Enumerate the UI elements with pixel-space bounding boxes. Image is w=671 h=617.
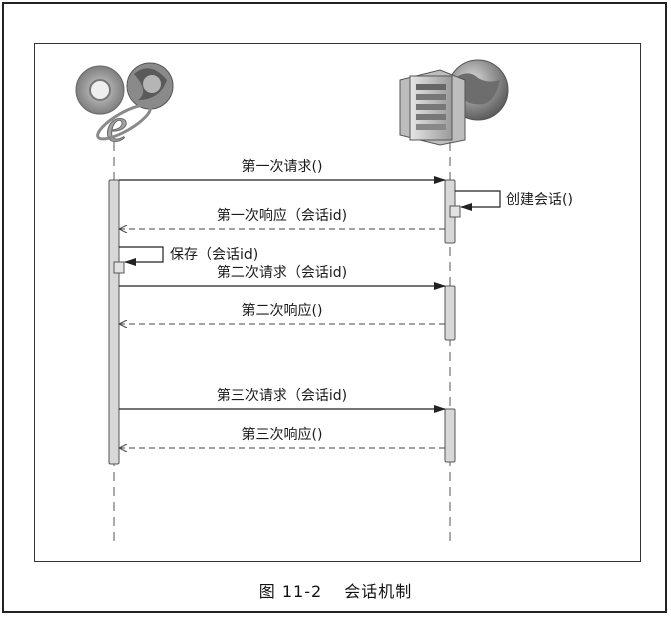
client-activation-bar	[108, 179, 120, 465]
server-icon	[399, 59, 509, 146]
message-label: 第三次请求（会话id)	[217, 387, 347, 404]
figure-number: 图 11-2	[258, 582, 323, 601]
create-session-self-call	[449, 190, 501, 218]
message-label: 第一次请求()	[242, 158, 323, 175]
create-session-label: 创建会话()	[506, 192, 573, 208]
figure-title: 会话机制	[344, 582, 413, 601]
sequence-diagram: e 创建会话() 保存（会话id) 第一次请求() 第一次响应（会话id) 第二次请…	[75, 59, 573, 543]
diagram-frame	[34, 43, 641, 562]
message-list: 第一次请求() 第一次响应（会话id) 第二次请求（会话id) 第二次响应() 第三次请…	[119, 158, 446, 448]
figure-caption: 图 11-2 会话机制	[0, 578, 671, 602]
server-activation-bar-3	[444, 408, 456, 463]
server-activation-bar-2	[444, 285, 456, 341]
save-session-self-call	[113, 246, 164, 274]
ie-icon: e	[96, 99, 152, 153]
message-label: 第二次请求（会话id)	[217, 264, 347, 281]
save-session-label: 保存（会话id)	[170, 247, 258, 263]
svg-text:e: e	[106, 99, 127, 152]
browser-icons: e	[75, 62, 174, 153]
message-label: 第一次响应（会话id)	[217, 207, 347, 224]
message-label: 第三次响应()	[242, 426, 323, 443]
message-label: 第二次响应()	[242, 302, 323, 319]
